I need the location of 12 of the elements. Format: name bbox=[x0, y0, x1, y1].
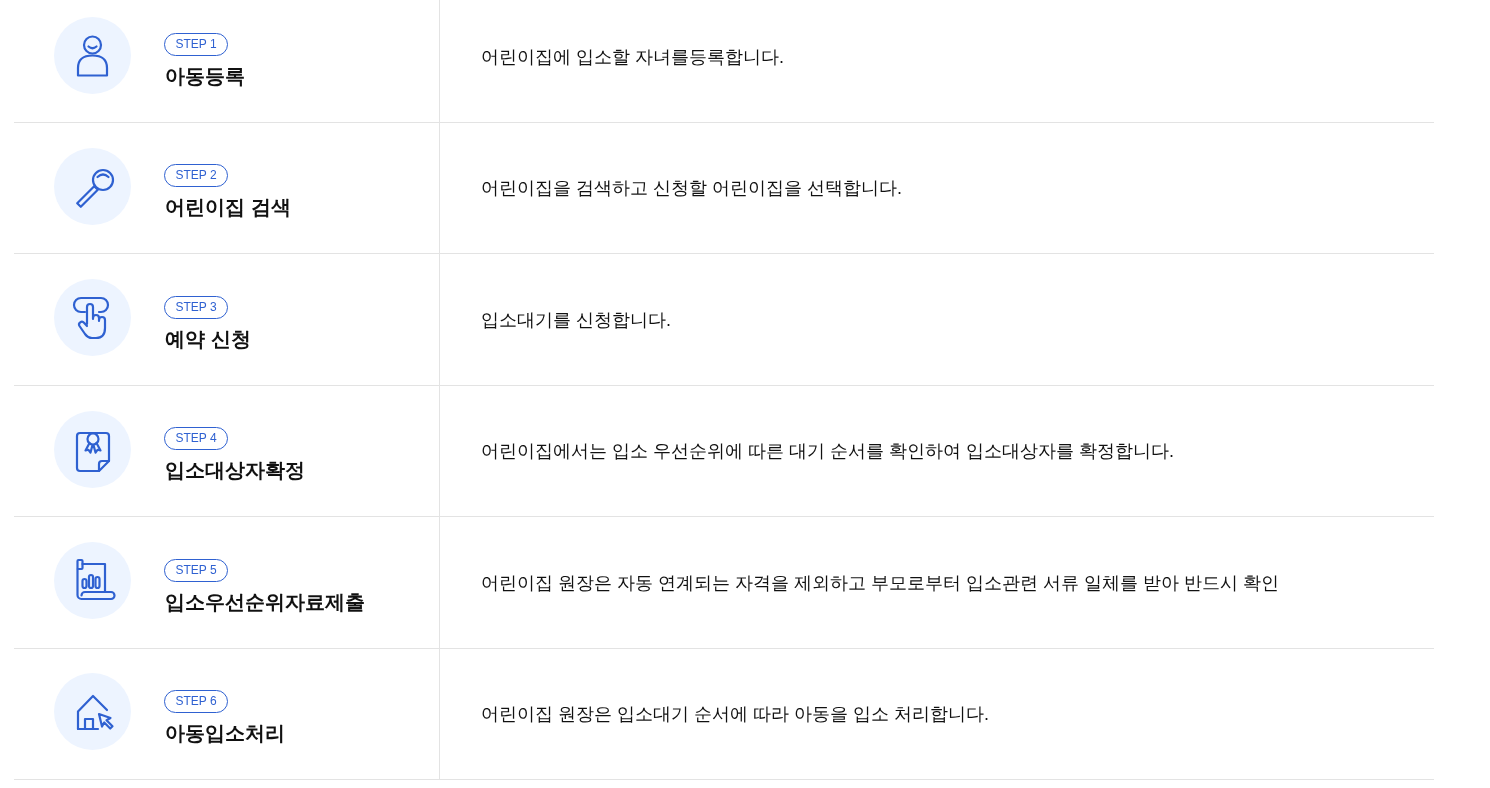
step-title: 입소우선순위자료제출 bbox=[165, 589, 365, 615]
step-description: 어린이집에 입소할 자녀를등록합니다. bbox=[481, 46, 784, 69]
step-description: 입소대기를 신청합니다. bbox=[481, 308, 671, 332]
step-title: 아동입소처리 bbox=[165, 721, 285, 746]
step-title: 어린이집 검색 bbox=[165, 195, 291, 221]
step-description: 어린이집에서는 입소 우선순위에 따른 대기 순서를 확인하여 입소대상자를 확정합니다. bbox=[481, 440, 1174, 464]
step-title: 입소대상자확정 bbox=[165, 458, 305, 484]
step-description: 어린이집 원장은 입소대기 순서에 따라 아동을 입소 처리합니다. bbox=[481, 703, 989, 726]
step-title: 아동등록 bbox=[165, 64, 245, 89]
step-title: 예약 신청 bbox=[165, 326, 251, 352]
step-description: 어린이집 원장은 자동 연계되는 자격을 제외하고 부모로부터 입소관련 서류 일체를 받아 반드시 확인 bbox=[481, 571, 1279, 595]
step-description: 어린이집을 검색하고 신청할 어린이집을 선택합니다. bbox=[481, 177, 902, 201]
